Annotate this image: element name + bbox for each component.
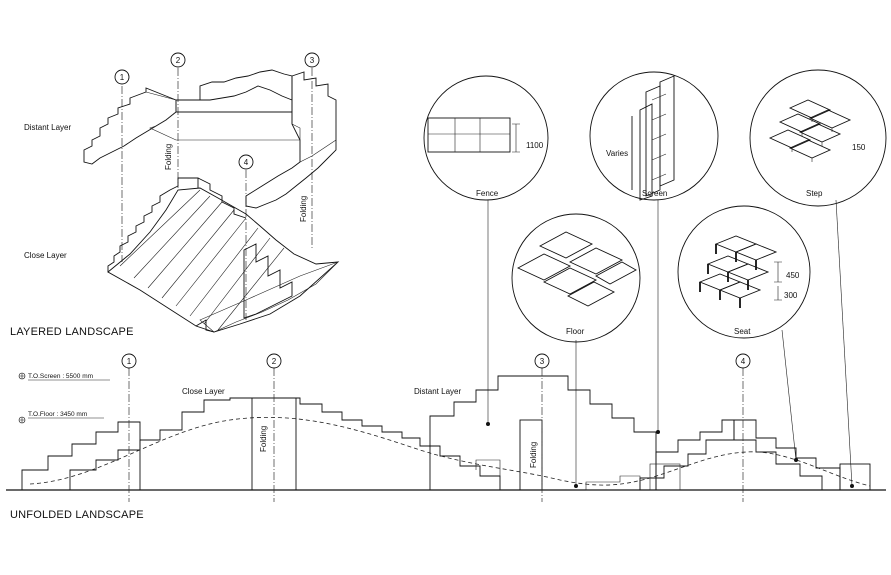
detail-floor: Floor: [511, 213, 641, 343]
distant-layer-label: Distant Layer: [24, 123, 71, 132]
left-close-layer: [69, 397, 501, 491]
seat-dimension-bottom: 300: [784, 291, 798, 300]
unfolded-folding-label-2: Folding: [259, 426, 268, 452]
layered-marker-1: 1: [114, 69, 130, 85]
distant-layer-wall: [83, 69, 337, 209]
step-label: Step: [806, 189, 823, 198]
layered-folding-label-left: Folding: [164, 144, 173, 170]
unfolded-close-layer-label: Close Layer: [182, 387, 225, 396]
middle-distant-layer: [429, 375, 657, 491]
fence-dimension: 1100: [526, 141, 544, 150]
svg-text:4: 4: [244, 158, 249, 167]
left-distant-steps: [21, 421, 141, 491]
svg-text:2: 2: [272, 357, 277, 366]
unfolded-landscape: Folding Folding 1 2 3: [6, 353, 886, 521]
detail-leader-lines: [487, 199, 853, 487]
close-layer-label: Close Layer: [24, 251, 67, 260]
profile-curve: [29, 416, 871, 487]
right-close-layer: [639, 419, 841, 491]
svg-text:3: 3: [540, 357, 545, 366]
close-layer-stairs: [107, 177, 340, 333]
fence-label: Fence: [476, 189, 499, 198]
svg-text:T.O.Screen : 5500 mm: T.O.Screen : 5500 mm: [28, 373, 93, 380]
step-dimension: 150: [852, 143, 866, 152]
svg-text:1: 1: [127, 357, 132, 366]
layered-marker-3: 3: [304, 52, 320, 68]
unfolded-marker-3: 3: [534, 353, 550, 369]
unfolded-distant-layer-label: Distant Layer: [414, 387, 461, 396]
detail-screen: Varies Screen: [589, 71, 719, 201]
svg-text:4: 4: [741, 357, 746, 366]
seat-dimension-top: 450: [786, 271, 800, 280]
screen-dimension: Varies: [606, 149, 628, 158]
level-marker-floor: T.O.Floor : 3450 mm: [18, 411, 104, 424]
seat-label: Seat: [734, 327, 751, 336]
svg-text:3: 3: [310, 56, 315, 65]
right-distant-layer: [655, 419, 823, 491]
screen-label: Screen: [642, 189, 667, 198]
floor-label: Floor: [566, 327, 585, 336]
detail-fence: 1100 Fence: [423, 75, 549, 201]
layered-marker-2: 2: [170, 52, 186, 68]
level-marker-screen: T.O.Screen : 5500 mm: [18, 372, 110, 381]
unfolded-marker-4: 4: [735, 353, 751, 369]
unfolded-landscape-title: UNFOLDED LANDSCAPE: [10, 509, 144, 521]
layered-marker-4: 4: [238, 154, 254, 170]
unfolded-marker-2: 2: [266, 353, 282, 369]
svg-text:1: 1: [120, 73, 125, 82]
svg-text:2: 2: [176, 56, 181, 65]
unfolded-marker-1: 1: [121, 353, 137, 369]
layered-folding-label-right: Folding: [299, 196, 308, 222]
unfolded-folding-label-3: Folding: [529, 442, 538, 468]
detail-seat: 450 300 Seat: [677, 205, 811, 339]
svg-text:T.O.Floor : 3450 mm: T.O.Floor : 3450 mm: [28, 411, 87, 418]
layered-landscape: 1 2 3 4: [10, 52, 340, 338]
layered-landscape-title: LAYERED LANDSCAPE: [10, 326, 134, 338]
detail-step: 150 Step: [749, 69, 887, 207]
folding-panel-3: [519, 419, 543, 491]
